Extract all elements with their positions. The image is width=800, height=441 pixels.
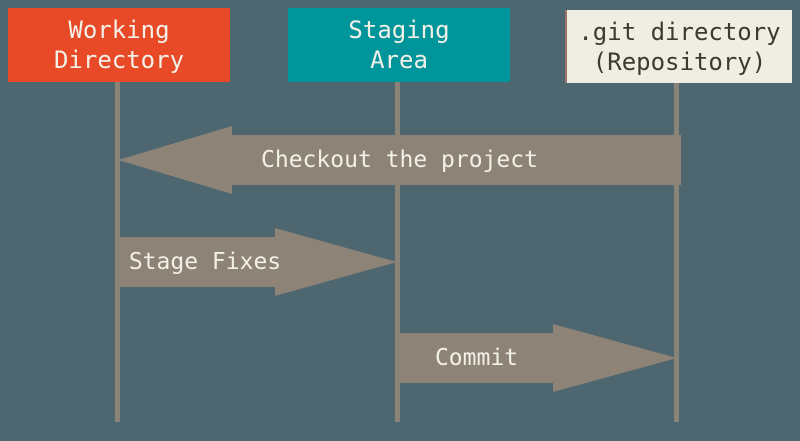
right-arrowhead-icon — [275, 228, 397, 296]
working-directory-label-line1: Working — [68, 16, 170, 44]
stage-fixes-arrow-label: Stage Fixes — [128, 249, 282, 275]
working-directory-label-line2: Directory — [53, 46, 185, 74]
git-directory-label-line2: (Repository) — [592, 47, 767, 76]
checkout-arrow-shaft — [232, 135, 681, 185]
working-directory-box: Working Directory — [8, 8, 230, 82]
checkout-arrow-label: Checkout the project — [261, 147, 538, 173]
staging-area-box: Staging Area — [288, 8, 510, 82]
staging-area-label-line2: Area — [370, 46, 428, 74]
git-directory-lifeline — [674, 83, 679, 422]
stage-fixes-arrow-shaft — [120, 237, 275, 287]
staging-area-label-line1: Staging — [348, 16, 450, 44]
right-arrowhead-icon — [553, 324, 677, 392]
working-directory-lifeline — [115, 82, 120, 422]
git-directory-box: .git directory (Repository) — [565, 10, 792, 83]
commit-arrow-label: Commit — [434, 345, 519, 371]
commit-arrow-shaft — [400, 333, 553, 383]
left-arrowhead-icon — [118, 126, 232, 194]
git-directory-label-line1: .git directory — [578, 17, 781, 46]
staging-area-lifeline — [395, 82, 400, 422]
